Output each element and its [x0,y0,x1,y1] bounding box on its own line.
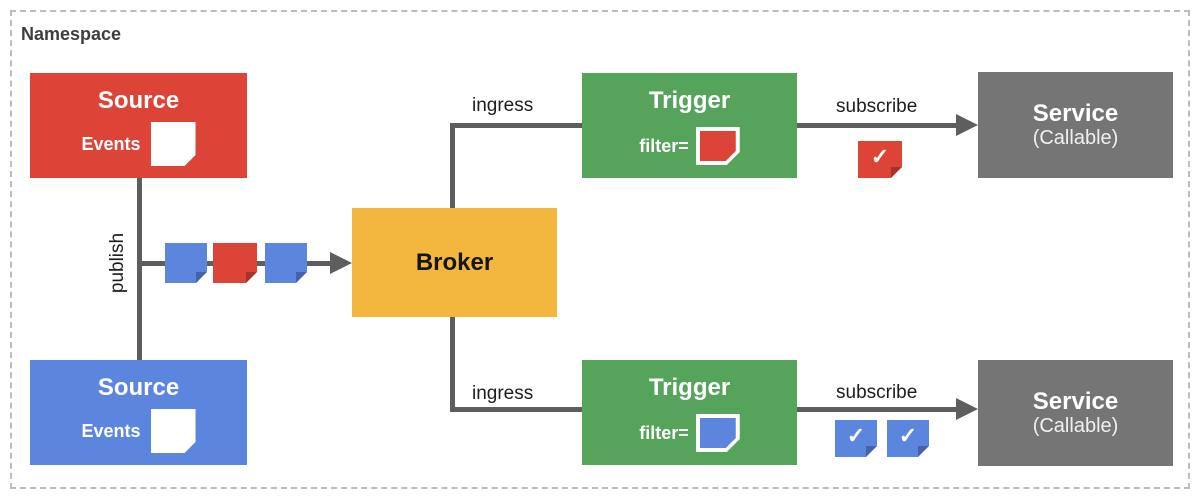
subscribe-top-arrowhead-icon [956,114,978,136]
subscribe-bottom-label: subscribe [836,382,918,403]
filter-label: filter= [639,135,689,156]
check-note-icon: ✓ [858,141,902,178]
check-icon: ✓ [846,423,866,448]
trigger-box-bottom: Trigger filter= [582,360,797,465]
filter-row: filter= [639,127,740,165]
note-fold-icon [918,446,929,457]
note-fold-icon [866,446,877,457]
filter-label: filter= [639,422,689,443]
subscribe-bottom-connector [797,407,956,412]
service-box-bottom: Service (Callable) [978,360,1173,466]
source-vertical-connector [137,178,142,360]
namespace-boundary [10,10,1190,489]
filter-note-icon [696,414,740,452]
namespace-label: Namespace [21,24,122,44]
events-row: Events [81,122,195,166]
broker-top-vertical-connector [450,123,455,208]
check-note-icon: ✓ [887,420,929,457]
source-box-bottom: Source Events [30,360,247,465]
ingress-top-label: ingress [472,95,534,116]
publish-arrowhead-icon [330,252,352,274]
event-note-icon [265,243,307,283]
subscribe-top-label: subscribe [836,96,918,117]
service-subtitle: (Callable) [1032,127,1119,149]
trigger-title: Trigger [648,87,731,114]
events-label: Events [81,133,141,154]
filter-note-icon [696,127,740,165]
ingress-bottom-connector [450,407,582,412]
trigger-box-top: Trigger filter= [582,73,797,178]
source-title: Source [97,87,180,114]
source-box-top: Source Events [30,73,247,178]
trigger-title: Trigger [648,374,731,401]
filter-note-fill [700,418,736,448]
filter-note-fill [700,131,736,161]
check-icon: ✓ [898,423,918,448]
publish-label: publish [107,232,128,294]
note-fold-icon [296,272,307,283]
broker-box: Broker [352,208,557,317]
events-label: Events [81,420,141,441]
note-fold-icon [891,167,902,178]
note-fold-icon [196,272,207,283]
events-note-icon [151,409,196,453]
service-subtitle: (Callable) [1032,415,1119,437]
note-fold-icon [246,272,257,283]
events-note-icon [151,122,196,166]
source-title: Source [97,374,180,401]
service-title: Service [1032,388,1119,415]
event-note-icon [165,243,207,283]
events-row: Events [81,409,195,453]
service-box-top: Service (Callable) [978,72,1173,178]
subscribe-top-connector [797,123,956,128]
service-title: Service [1032,100,1119,127]
subscribe-bottom-arrowhead-icon [956,398,978,420]
broker-title: Broker [415,248,494,276]
check-icon: ✓ [870,144,890,169]
ingress-bottom-label: ingress [472,383,534,404]
check-note-icon: ✓ [835,420,877,457]
ingress-top-connector [450,123,582,128]
broker-bottom-vertical-connector [450,317,455,412]
filter-row: filter= [639,414,740,452]
event-note-icon [213,243,257,283]
